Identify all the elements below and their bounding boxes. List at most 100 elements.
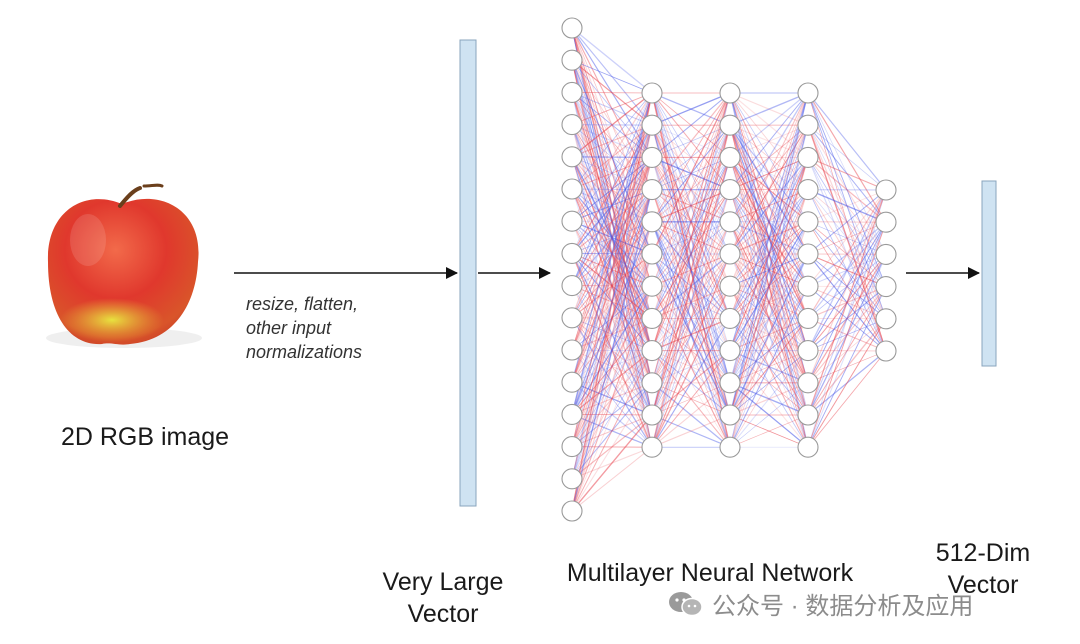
network-node-layer-2 [641,436,663,458]
network-edge [807,189,887,319]
network-edge [807,222,887,416]
network-edges [571,27,887,512]
network-edge [571,413,653,448]
network-edge [729,157,809,416]
network-node-layer-2 [641,179,663,201]
network-node-layer-4 [797,114,819,136]
arrow-caption-line-1: resize, flatten, [246,294,359,314]
network-edge [571,318,653,447]
network-edge [571,59,653,158]
network-edge [651,189,731,416]
network-edge [729,318,809,448]
network-edge [651,350,731,384]
network-node-layer-3 [719,404,741,426]
network-edge [807,254,887,384]
network-edge [571,92,653,447]
network-edge [807,92,887,223]
network-edge [729,124,809,158]
network-node-layer-2 [641,307,663,329]
network-edge [571,156,653,190]
network-node-layer-1 [561,436,583,458]
network-edge [571,92,653,286]
network-edge [807,318,887,384]
network-edge [807,124,887,255]
network-edge [729,253,809,416]
network-edge [729,221,809,383]
network-node-layer-3 [719,436,741,458]
network-edge [729,124,809,190]
network-node-layer-2 [641,82,663,104]
network-edge [571,92,653,158]
network-edge [807,189,887,384]
network-edge [571,446,653,512]
network-edge [807,221,887,351]
network-edge [651,92,731,223]
network-node-layer-1 [561,17,583,39]
network-edge [729,414,809,448]
network-edge [571,221,653,512]
network-edge [807,221,887,319]
network-edge [571,286,653,479]
network-edge [729,92,809,351]
very-large-vector-label-line-2: Vector [407,600,479,628]
image-label: 2D RGB image [60,423,230,451]
network-edge [729,318,809,416]
network-node-layer-3 [719,307,741,329]
network-edge [571,382,653,448]
network-edge [571,59,653,94]
network-node-layer-1 [561,114,583,136]
very-large-vector-label: Very Large Vector [362,566,524,630]
network-edge [729,189,809,223]
network-edge [729,92,809,255]
network-edge [729,382,809,448]
network-edge [729,285,809,319]
network-node-layer-1 [561,307,583,329]
network-edge [729,92,809,223]
network-edge [571,414,653,480]
very-large-vector-bar [459,39,477,507]
network-node-layer-3 [719,243,741,265]
network-edge [651,157,731,448]
network-node-layer-1 [561,468,583,490]
network-edge [651,92,731,383]
network-node-layer-2 [641,114,663,136]
network-edge [571,318,653,479]
network-edge [651,318,731,416]
network-edge [571,253,653,416]
apple-image [46,183,202,348]
network-node-layer-2 [641,146,663,168]
network-edge [571,414,653,416]
output-vector-label: 512-Dim Vector [918,537,1048,601]
network-edge [651,221,731,416]
network-node-layer-1 [561,275,583,297]
network-edge [729,157,809,287]
network-edge [571,92,653,383]
network-node-layer-5 [875,179,897,201]
network-nodes [561,17,897,522]
network-node-layer-4 [797,275,819,297]
network-edge [651,221,731,384]
network-edge [571,285,653,287]
wechat-icon [669,591,703,616]
network-node-layer-1 [561,210,583,232]
network-node-layer-3 [719,211,741,233]
network-edge [729,253,809,351]
network-edge [571,92,653,222]
network-edge [729,382,809,416]
network-edge [571,189,653,287]
network-edge [651,382,731,416]
network-edge [729,285,809,448]
network-edge [651,253,731,416]
network-edge [571,92,653,512]
network-edge [807,318,887,448]
network-node-layer-1 [561,242,583,264]
network-edge [651,125,731,383]
network-edge [729,221,809,416]
network-edge [729,92,809,287]
network-edge [729,124,809,190]
network-edge [729,125,809,448]
network-node-layer-3 [719,146,741,168]
network-edge [571,92,653,255]
network-edge [571,189,653,479]
network-edge [729,189,809,416]
